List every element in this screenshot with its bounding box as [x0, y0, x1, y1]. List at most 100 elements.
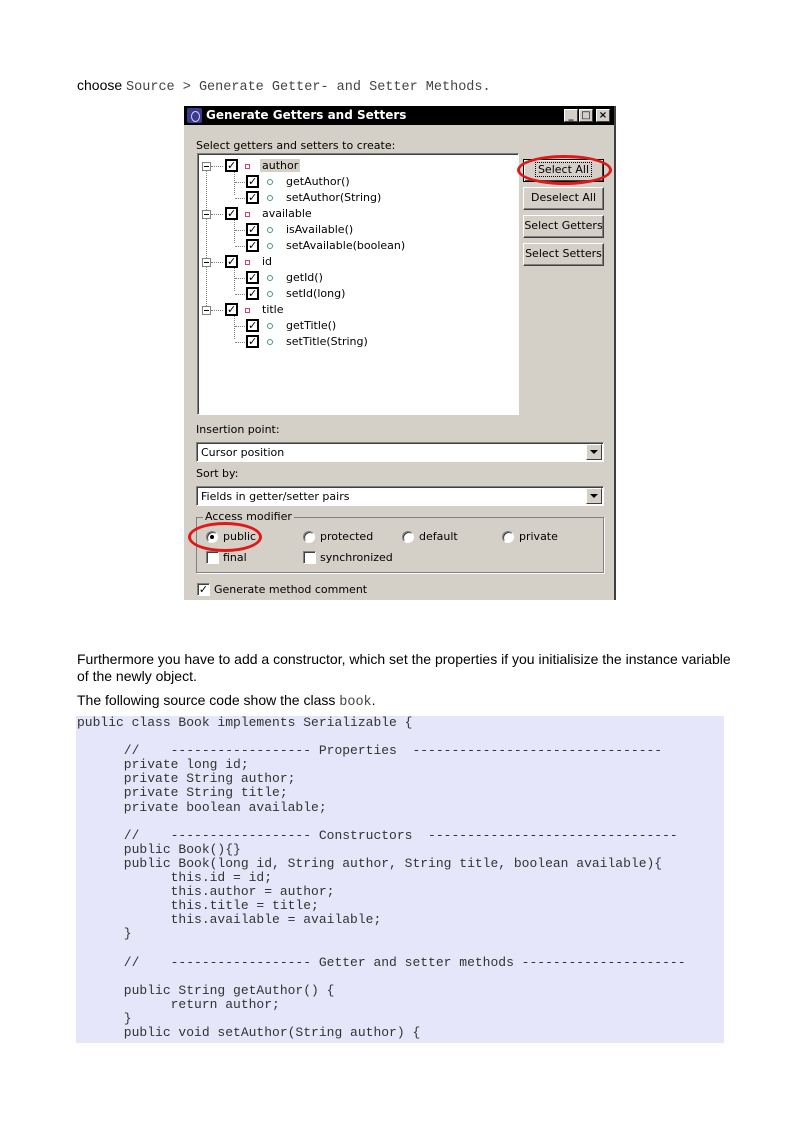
- method-icon: [267, 195, 273, 201]
- field-icon: [245, 308, 250, 313]
- final-checkbox[interactable]: [206, 551, 219, 564]
- tree-node-method[interactable]: ✓ getAuthor(): [198, 174, 498, 190]
- tree-method-label: getAuthor(): [286, 175, 350, 188]
- insertion-point-label: Insertion point:: [196, 423, 280, 436]
- tree-node-field[interactable]: ✓ id: [198, 254, 498, 270]
- method-icon: [267, 339, 273, 345]
- tree-node-field[interactable]: ✓ available: [198, 206, 498, 222]
- field-icon: [245, 164, 250, 169]
- synchronized-checkbox[interactable]: [303, 551, 316, 564]
- maximize-button[interactable]: □: [579, 109, 593, 122]
- tree-branch-line: [234, 315, 235, 339]
- field-checkbox[interactable]: ✓: [225, 207, 238, 220]
- insertion-point-value: Cursor position: [201, 446, 285, 459]
- minimize-button[interactable]: _: [564, 109, 578, 122]
- method-icon: [267, 179, 273, 185]
- tree-method-label: setAvailable(boolean): [286, 239, 406, 252]
- field-icon: [245, 260, 250, 265]
- dropdown-arrow-icon[interactable]: [586, 488, 602, 504]
- select-setters-button[interactable]: Select Setters: [523, 243, 604, 266]
- tree-node-method[interactable]: ✓ setId(long): [198, 286, 498, 302]
- generate-comment-checkbox[interactable]: ✓: [197, 583, 210, 596]
- tree-node-method[interactable]: ✓ getId(): [198, 270, 498, 286]
- method-checkbox[interactable]: ✓: [246, 319, 259, 332]
- tree-node-method[interactable]: ✓ setTitle(String): [198, 334, 498, 350]
- dropdown-arrow-icon[interactable]: [586, 444, 602, 460]
- method-checkbox[interactable]: ✓: [246, 223, 259, 236]
- method-checkbox[interactable]: ✓: [246, 175, 259, 188]
- tree-connector: [235, 326, 245, 327]
- collapse-icon[interactable]: [202, 210, 211, 219]
- tree-method-label: setId(long): [286, 287, 346, 300]
- final-label: final: [223, 551, 247, 564]
- close-button[interactable]: ×: [596, 109, 610, 122]
- tree-node-field[interactable]: ✓ title: [198, 302, 498, 318]
- tree-field-label: available: [262, 207, 312, 220]
- select-getters-button[interactable]: Select Getters: [523, 215, 604, 238]
- tree-node-method[interactable]: ✓ setAuthor(String): [198, 190, 498, 206]
- radio-protected-label: protected: [320, 530, 374, 543]
- method-icon: [267, 243, 273, 249]
- intro-prefix: choose: [77, 77, 123, 93]
- dialog-titlebar: Generate Getters and Setters _ □ ×: [184, 106, 614, 125]
- generate-getters-setters-dialog: Generate Getters and Setters _ □ × Selec…: [183, 106, 616, 600]
- tree-field-label: author: [260, 159, 301, 172]
- tree-method-label: setAuthor(String): [286, 191, 382, 204]
- generate-comment-label: Generate method comment: [214, 583, 368, 596]
- radio-private[interactable]: [502, 531, 514, 543]
- tree-method-label: isAvailable(): [286, 223, 354, 236]
- paragraph-constructor: Furthermore you have to add a constructo…: [77, 651, 731, 684]
- tree-connector: [211, 166, 223, 167]
- sort-by-select[interactable]: Fields in getter/setter pairs: [196, 486, 604, 506]
- tree-connector: [211, 214, 223, 215]
- select-label: Select getters and setters to create:: [196, 139, 396, 152]
- radio-default[interactable]: [402, 531, 414, 543]
- deselect-all-button[interactable]: Deselect All: [523, 187, 604, 210]
- tree-method-label: setTitle(String): [286, 335, 368, 348]
- getter-setter-tree[interactable]: ✓ author ✓ getAuthor() ✓ setAuthor(Strin…: [197, 153, 519, 415]
- method-checkbox[interactable]: ✓: [246, 287, 259, 300]
- paragraph-text: The following source code show the class: [77, 692, 336, 708]
- paragraph-class-intro: The following source code show the class…: [77, 692, 737, 711]
- field-icon: [245, 212, 250, 217]
- tree-branch-line: [234, 171, 235, 195]
- tree-node-method[interactable]: ✓ setAvailable(boolean): [198, 238, 498, 254]
- menu-path-code: Source > Generate Getter- and Setter Met…: [126, 80, 491, 95]
- synchronized-label: synchronized: [320, 551, 393, 564]
- field-checkbox[interactable]: ✓: [225, 255, 238, 268]
- tree-connector: [235, 342, 245, 343]
- field-checkbox[interactable]: ✓: [225, 159, 238, 172]
- method-checkbox[interactable]: ✓: [246, 271, 259, 284]
- tree-connector: [235, 182, 245, 183]
- method-checkbox[interactable]: ✓: [246, 335, 259, 348]
- tree-connector: [211, 262, 223, 263]
- intro-line: choose Source > Generate Getter- and Set…: [77, 77, 491, 95]
- field-checkbox[interactable]: ✓: [225, 303, 238, 316]
- inline-code-book: book: [339, 695, 372, 710]
- highlight-oval-select-all: [517, 155, 612, 185]
- code-listing-book: public class Book implements Serializabl…: [77, 715, 686, 1041]
- radio-protected[interactable]: [303, 531, 315, 543]
- highlight-oval-public: [188, 522, 262, 552]
- sort-by-label: Sort by:: [196, 467, 239, 480]
- method-checkbox[interactable]: ✓: [246, 239, 259, 252]
- tree-connector: [235, 198, 245, 199]
- method-icon: [267, 291, 273, 297]
- collapse-icon[interactable]: [202, 258, 211, 267]
- access-modifier-group: Access modifier public protected default…: [196, 510, 604, 573]
- tree-node-method[interactable]: ✓ getTitle(): [198, 318, 498, 334]
- collapse-icon[interactable]: [202, 306, 211, 315]
- insertion-point-select[interactable]: Cursor position: [196, 442, 604, 462]
- tree-field-label: id: [262, 255, 273, 268]
- code-block: public class Book implements Serializabl…: [76, 715, 724, 1043]
- tree-node-field[interactable]: ✓ author: [198, 158, 498, 174]
- tree-method-label: getTitle(): [286, 319, 337, 332]
- tree-node-method[interactable]: ✓ isAvailable(): [198, 222, 498, 238]
- tree-connector: [211, 310, 223, 311]
- method-icon: [267, 275, 273, 281]
- collapse-icon[interactable]: [202, 162, 211, 171]
- method-checkbox[interactable]: ✓: [246, 191, 259, 204]
- tree-branch-line: [234, 219, 235, 243]
- tree-connector: [235, 246, 245, 247]
- paragraph-period: .: [371, 692, 376, 708]
